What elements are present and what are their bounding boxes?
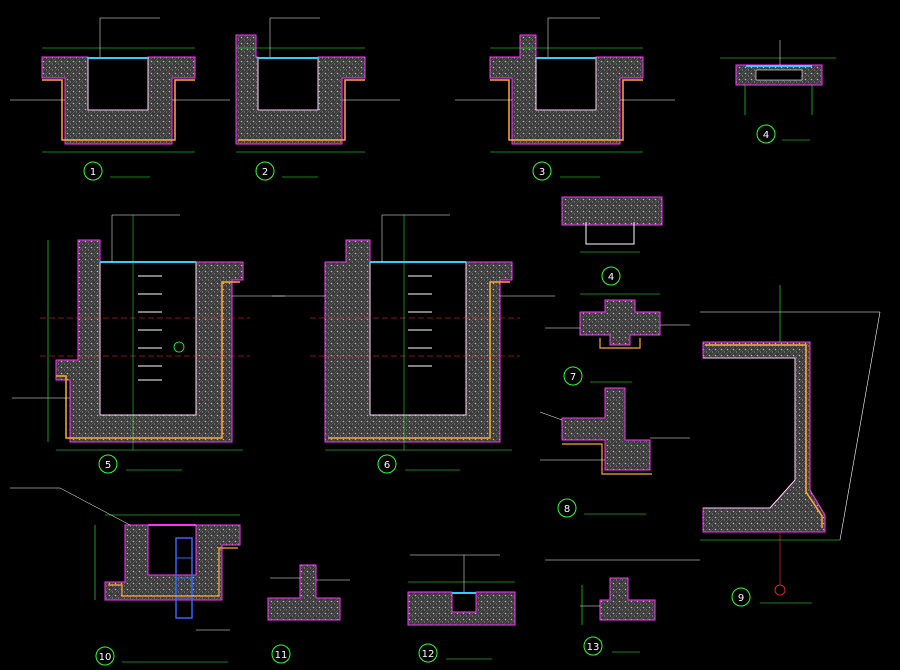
detail-10-leader [59,487,131,526]
detail-4-callout-number: 4 [763,130,769,141]
detail-8-waterproofing [562,443,652,475]
detail-1-waterproofing [42,79,195,141]
detail-4b-section: 4 [561,196,663,286]
detail-2-section: 2 [235,17,400,181]
detail-8-callout-circle [557,498,577,518]
detail-7-waterproofing [599,338,641,349]
detail-4-opening [755,69,803,81]
detail-13-callout-number: 13 [587,642,600,653]
detail-1-concrete [41,56,196,145]
detail-11-callout-circle [271,644,291,664]
detail-3-callout-circle [532,161,552,181]
detail-9-waterproofing [705,344,823,528]
detail-6-inner-face [369,262,467,416]
detail-6-callout-number: 6 [384,460,390,471]
detail-9-callout-circle [731,587,751,607]
detail-9-section: 9 [700,285,881,607]
detail-2-inner-face [257,57,319,111]
detail-10-callout-number: 10 [99,652,112,663]
detail-5-waterproofing [56,281,240,439]
detail-6-concrete [324,239,513,443]
detail-12-callout-circle [418,643,438,663]
detail-5-concrete [55,239,244,443]
detail-13-callout-circle [583,636,603,656]
detail-12-concrete [407,591,516,626]
detail-10-waterproofing [108,547,238,597]
detail-10-concrete [104,524,241,601]
detail-6-callout-circle [377,454,397,474]
detail-11-concrete [267,564,341,621]
detail-5-axis-bubble [173,341,185,353]
detail-2-callout-circle [255,161,275,181]
detail-6-waterproofing [328,281,510,439]
detail-9-slope-line [839,311,881,541]
detail-11-section: 11 [267,564,350,664]
detail-9-callout-number: 9 [738,593,744,604]
detail-3-inner-face [535,57,597,111]
detail-1-callout-circle [83,161,103,181]
detail-3-callout-number: 3 [539,167,545,178]
detail-4b-channel [585,222,635,245]
detail-3-waterproofing [490,79,643,141]
detail-8-section: 8 [539,387,690,518]
detail-5-callout-circle [98,454,118,474]
detail-5-callout-number: 5 [105,460,111,471]
detail-1-section: 1 [10,17,230,181]
detail-11-callout-number: 11 [275,650,288,661]
detail-8-callout-number: 8 [564,504,570,515]
detail-4b-callout-number: 4 [608,272,614,283]
detail-8-concrete [561,387,651,471]
detail-2-callout-number: 2 [262,167,268,178]
detail-5-section: 5 [12,214,285,474]
detail-7-callout-circle [563,366,583,386]
detail-9-inner-face [703,357,796,509]
detail-1-callout-number: 1 [90,167,96,178]
detail-13-concrete [599,577,656,621]
detail-6-section: 6 [272,214,555,474]
detail-9-axis-bubble [774,584,786,596]
detail-4b-callout-circle [601,266,621,286]
detail-4-callout-circle [756,124,776,144]
detail-4-section: 4 [720,40,836,144]
detail-12-section: 12 [407,554,516,663]
detail-1-inner-face [87,57,149,111]
detail-7-callout-number: 7 [570,372,576,383]
detail-7-concrete [579,299,661,346]
detail-2-waterproofing [238,79,365,141]
detail-12-callout-number: 12 [422,649,435,660]
detail-3-section: 3 [455,17,675,181]
detail-7-section: 7 [545,293,690,386]
detail-3-concrete [489,34,644,145]
detail-13-section: 13 [545,559,700,656]
detail-8-leader [539,411,563,421]
detail-10-section: 10 [10,487,241,666]
detail-4b-slab [561,196,663,226]
detail-5-inner-face [99,262,197,416]
detail-10-callout-circle [95,646,115,666]
